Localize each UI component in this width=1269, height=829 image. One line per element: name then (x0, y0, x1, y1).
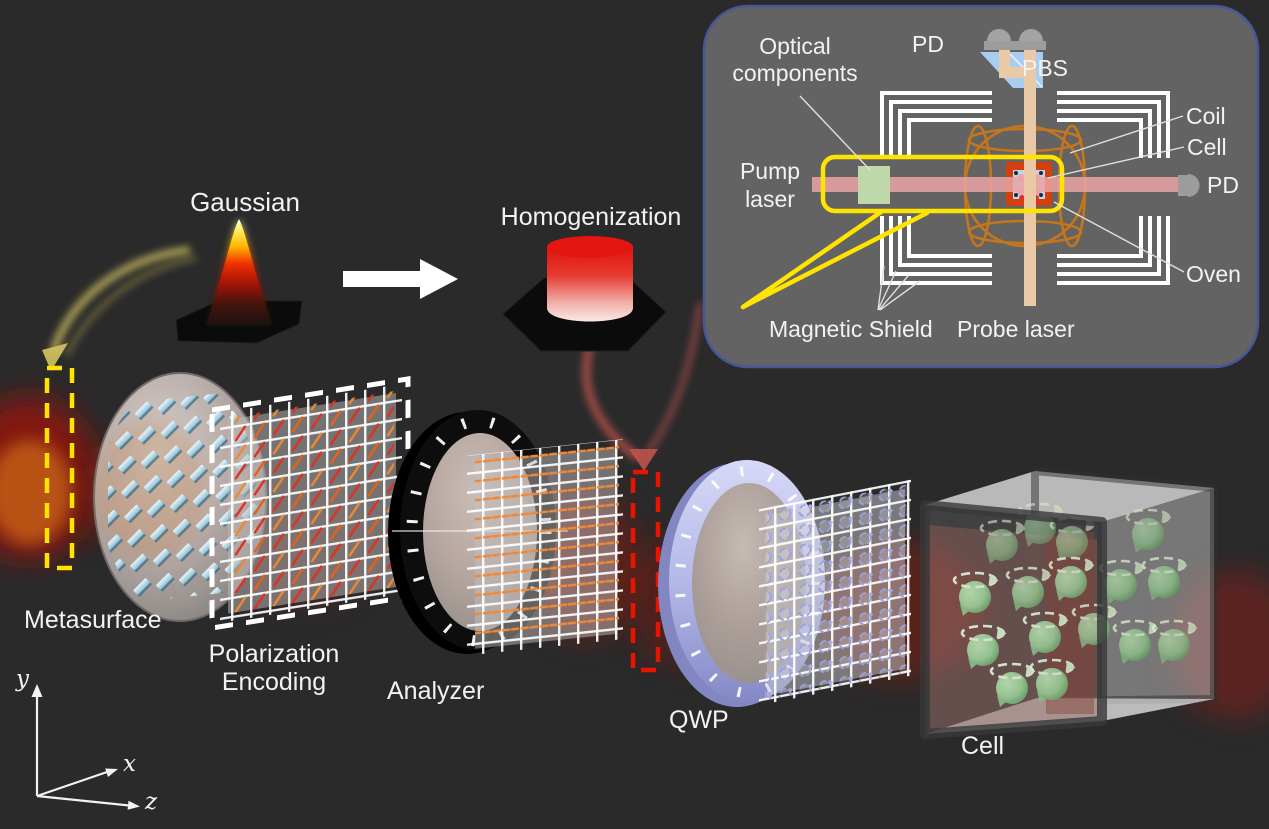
pump-beam (812, 177, 1178, 192)
flattop-beam-plot (502, 236, 667, 352)
coil-label: Coil (1186, 103, 1226, 129)
input-beam-highlight-box (44, 365, 75, 571)
magnetic-shield-label: Magnetic Shield (769, 316, 933, 342)
photodetector-right (1178, 174, 1200, 197)
gaussian-label: Gaussian (190, 187, 300, 217)
cell-inset-label: Cell (1187, 134, 1227, 160)
optical-path-highlight (740, 154, 1065, 310)
pbs-label: PBS (1022, 55, 1069, 81)
intensity-grid (467, 439, 623, 656)
polarization-encoding-label: Polarization Encoding (208, 640, 340, 696)
pump-laser-label: Pump laser (739, 158, 801, 212)
pd-top-label: PD (912, 31, 944, 57)
flow-arrow (343, 259, 458, 299)
pd-right-label: PD (1207, 172, 1239, 198)
metasurface-label: Metasurface (24, 606, 162, 634)
axis-y-label: y (16, 666, 29, 692)
vapor-cell-cube (920, 467, 1218, 739)
homogenization-label: Homogenization (500, 203, 682, 231)
probe-beam (999, 42, 1036, 306)
gaussian-to-metasurface-arrow (42, 246, 197, 371)
photodetector-top (984, 29, 1046, 50)
optical-components-label: Optical components (732, 33, 858, 87)
polarization-encoding-panel (209, 376, 411, 631)
output-beam-highlight-box (630, 469, 661, 673)
analyzer-label: Analyzer (387, 677, 485, 705)
oven-label: Oven (1186, 261, 1241, 287)
optical-component-block (858, 166, 890, 204)
circular-polarization-grid (759, 479, 911, 706)
inset-panel (702, 4, 1260, 369)
axis-z-label: z (145, 789, 158, 815)
coordinate-axes (31, 684, 140, 810)
leader-lines (799, 95, 1185, 311)
gaussian-beam-plot (175, 219, 303, 344)
cell-label: Cell (961, 732, 1005, 760)
axis-x-label: x (123, 751, 136, 777)
probe-laser-label: Probe laser (957, 316, 1075, 342)
qwp-label: QWP (669, 706, 729, 734)
